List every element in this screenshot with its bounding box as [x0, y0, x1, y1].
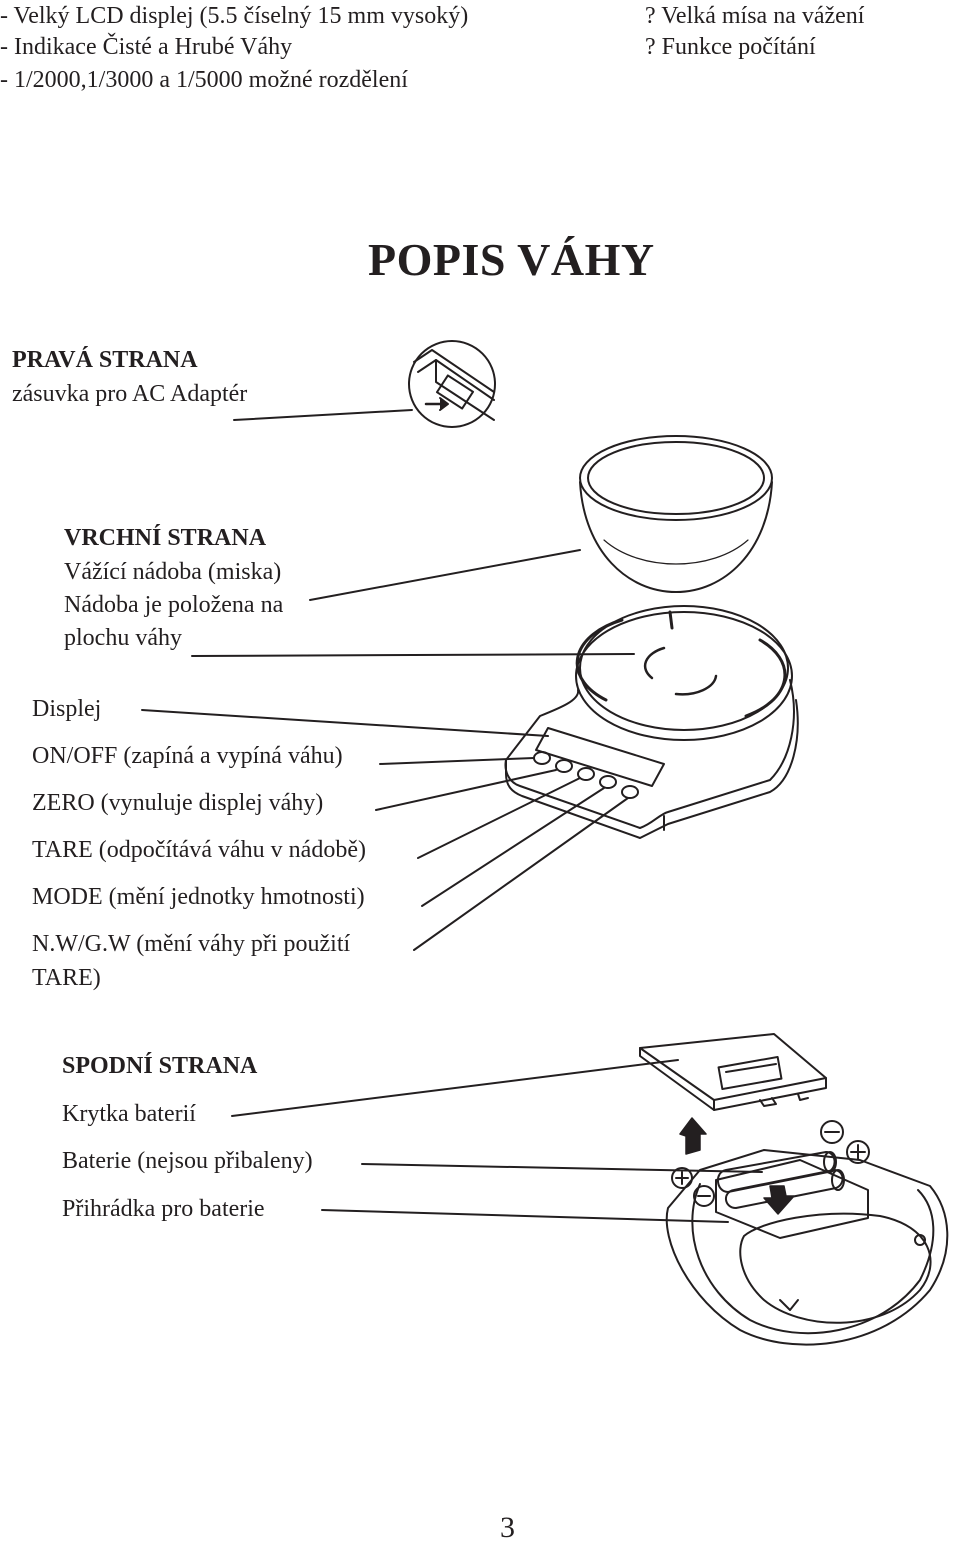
top-side-bowl-placement: Nádoba je položena na	[64, 592, 284, 618]
on-off-label: ON/OFF (zapíná a vypíná váhu)	[32, 743, 343, 769]
mode-label: MODE (mění jednotky hmotnosti)	[32, 884, 365, 910]
plus-icon	[671, 1167, 693, 1189]
leader-line-mode	[421, 787, 605, 907]
ac-socket-illustration	[408, 340, 496, 428]
arrow-up-icon	[679, 1117, 707, 1155]
right-side-socket-label: zásuvka pro AC Adaptér	[12, 381, 248, 407]
leader-line-zero	[375, 769, 557, 811]
feature-large-bowl: ? Velká mísa na vážení	[645, 3, 865, 29]
right-side-heading: PRAVÁ STRANA	[12, 347, 198, 373]
minus-icon	[820, 1120, 844, 1144]
batteries-label: Baterie (nejsou přibaleny)	[62, 1148, 313, 1174]
feature-counting-function: ? Funkce počítání	[645, 34, 816, 60]
top-side-heading: VRCHNÍ STRANA	[64, 525, 267, 551]
leader-line-battery-cover	[231, 1059, 679, 1117]
zero-label: ZERO (vynuluje displej váhy)	[32, 790, 324, 816]
top-side-bowl-label: Vážící nádoba (miska)	[64, 559, 282, 585]
page-number: 3	[500, 1511, 515, 1544]
page-title: POPIS VÁHY	[368, 234, 655, 285]
leader-line-platter	[191, 653, 635, 657]
bottom-side-heading: SPODNÍ STRANA	[62, 1053, 258, 1079]
leader-line-socket	[233, 409, 413, 421]
leader-line-battery-compartment	[321, 1209, 729, 1223]
top-side-bowl-placement-cont: plochu váhy	[64, 625, 182, 651]
scale-illustration	[504, 605, 799, 839]
feature-net-gross-indication: - Indikace Čisté a Hrubé Váhy	[0, 34, 293, 60]
battery-cover-illustration	[639, 1033, 827, 1111]
feature-lcd-display: - Velký LCD displej (5.5 číselný 15 mm v…	[0, 3, 469, 29]
plus-icon	[846, 1140, 870, 1164]
arrow-down-icon	[763, 1185, 795, 1215]
leader-line-batteries	[361, 1163, 763, 1173]
battery-cover-label: Krytka baterií	[62, 1101, 196, 1127]
scale-bottom-illustration	[665, 1149, 949, 1346]
minus-icon	[693, 1185, 715, 1207]
bowl-illustration	[579, 435, 773, 593]
leader-line-display	[141, 709, 549, 737]
nwgw-label: N.W/G.W (mění váhy při použití	[32, 931, 351, 957]
leader-line-tare	[417, 777, 581, 859]
feature-divisions: - 1/2000,1/3000 a 1/5000 možné rozdělení	[0, 67, 408, 93]
nwgw-label-cont: TARE)	[32, 965, 101, 991]
leader-line-on-off	[379, 757, 535, 765]
battery-compartment-label: Přihrádka pro baterie	[62, 1196, 265, 1222]
display-label: Displej	[32, 696, 102, 722]
leader-line-bowl	[309, 549, 581, 601]
tare-label: TARE (odpočítává váhu v nádobě)	[32, 837, 366, 863]
leader-line-nwgw	[413, 797, 629, 951]
